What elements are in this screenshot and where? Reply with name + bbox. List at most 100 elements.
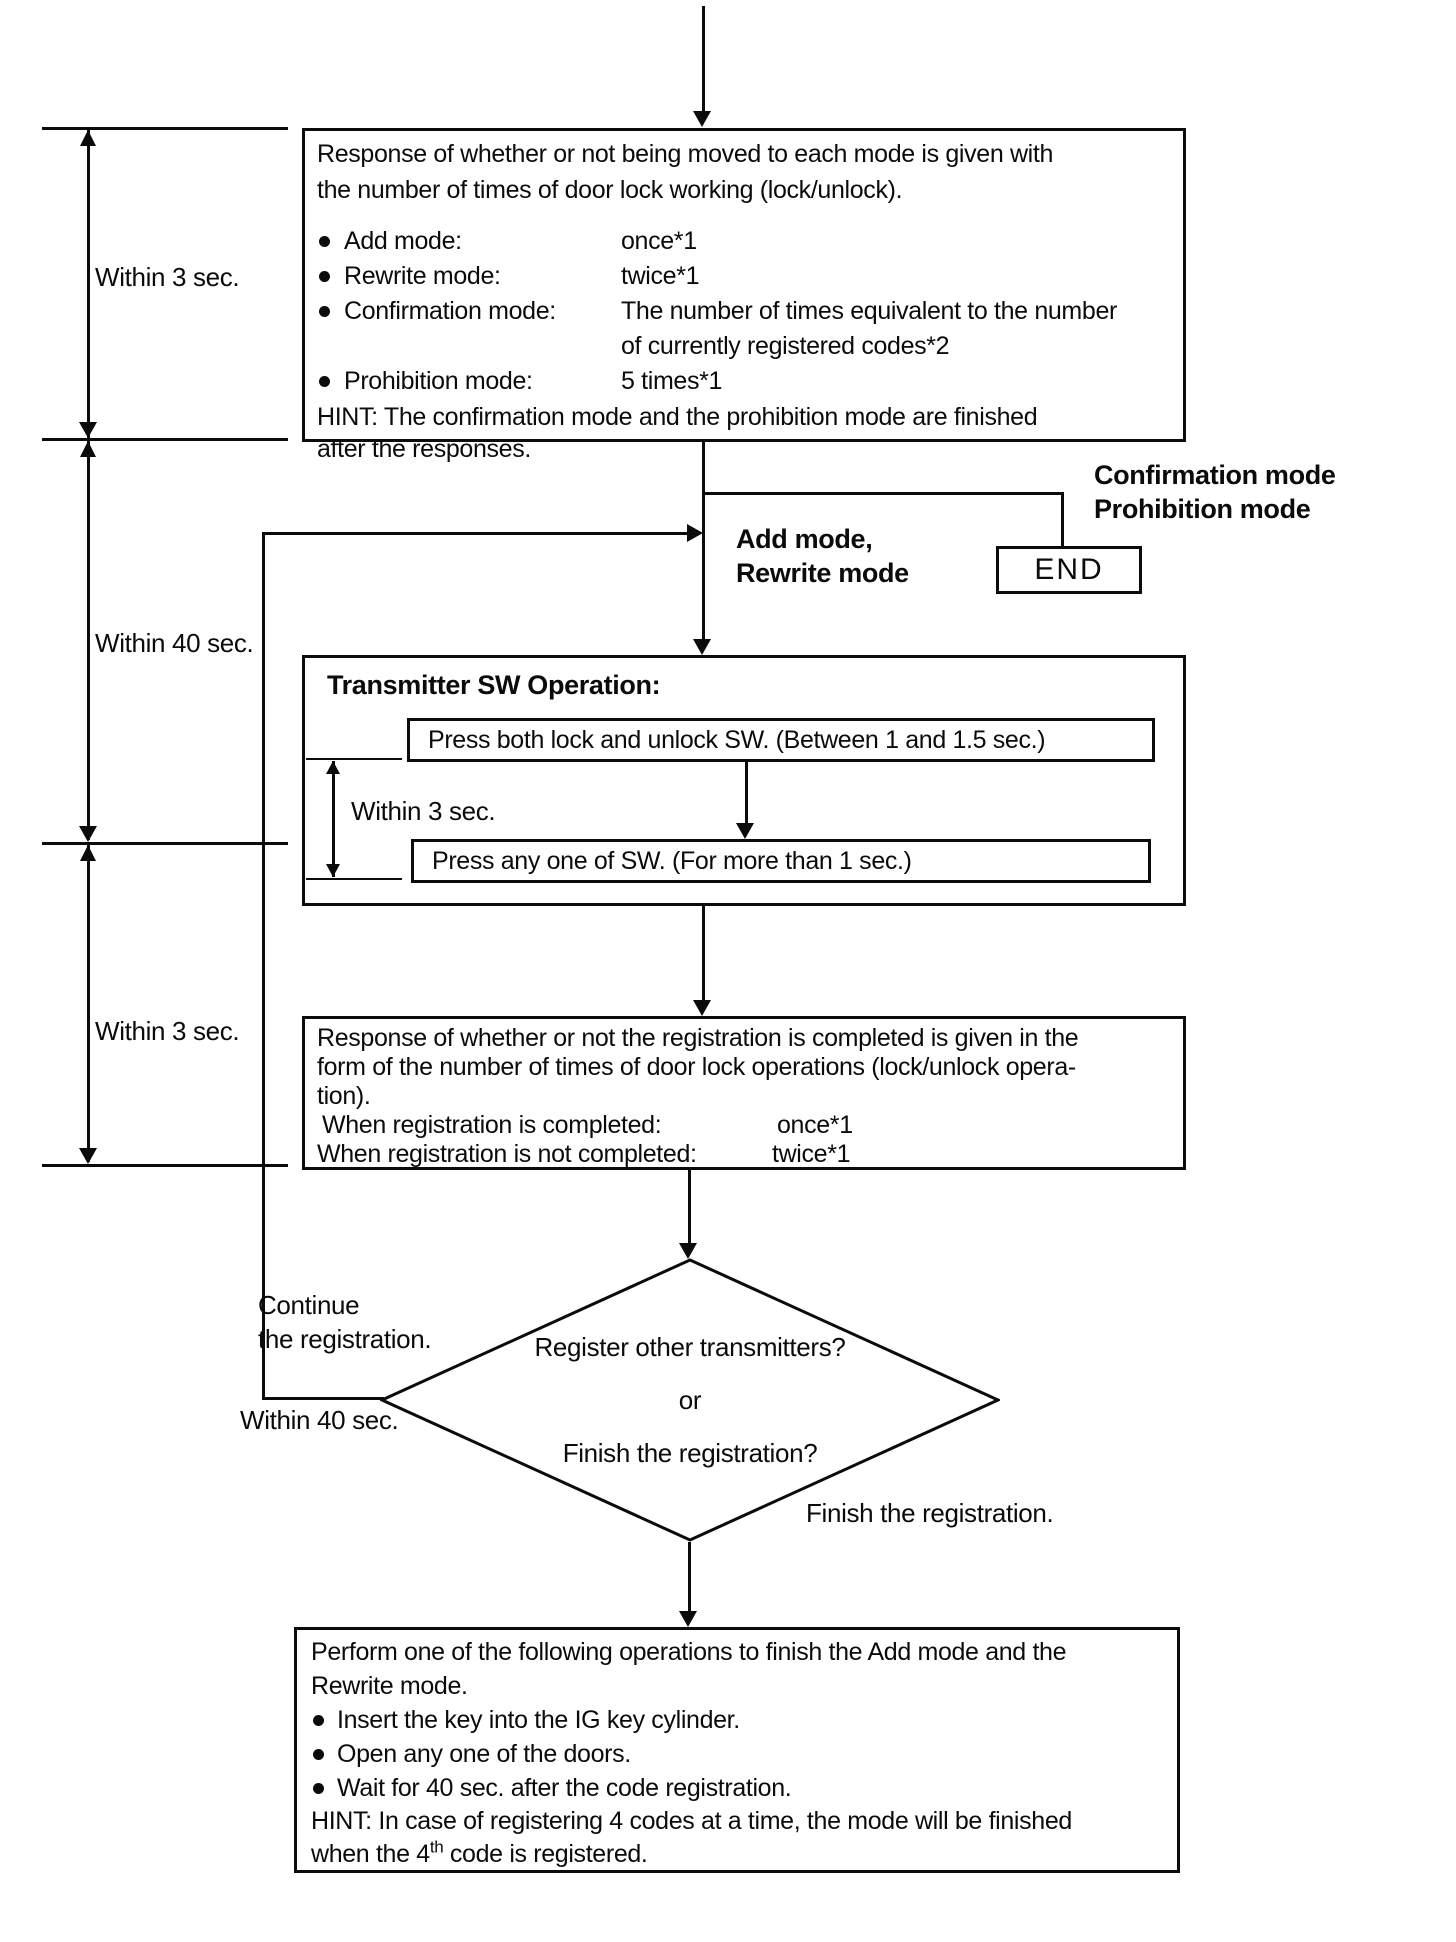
up-arrowhead-icon [80, 441, 96, 457]
bullet-icon [319, 376, 330, 387]
mode-bullet-row: Add mode: once*1 [317, 224, 1171, 259]
finish-bullet-row: Wait for 40 sec. after the code registra… [311, 1771, 1163, 1805]
decision-diamond [380, 1258, 1000, 1542]
registration-result-row: When registration is completed: once*1 [317, 1111, 1171, 1140]
timing-tick-1 [42, 127, 288, 130]
transmitter-operation-title: Transmitter SW Operation: [327, 670, 661, 700]
registration-response-box: Response of whether or not the registrat… [302, 1016, 1186, 1170]
branch-label-line: Add mode, [736, 524, 873, 554]
timing-label-within-3-sec-1: Within 3 sec. [95, 262, 240, 292]
down-arrowhead-icon [326, 864, 340, 877]
inner-timing-arrow-line [332, 761, 335, 877]
down-arrowhead-icon [79, 1148, 97, 1164]
timing-tick-3 [42, 842, 288, 845]
inner-timing-tick-top [306, 758, 402, 760]
flow-line-b-to-c [702, 906, 705, 1002]
finish-bullet-text: Open any one of the doors. [337, 1740, 631, 1768]
decision-text-line: Finish the registration? [562, 1437, 818, 1468]
up-arrowhead-icon [80, 845, 96, 861]
mode-response-hint-line: HINT: The confirmation mode and the proh… [317, 403, 1038, 431]
finish-hint-line: HINT: In case of registering 4 codes at … [311, 1807, 1072, 1835]
bullet-icon [313, 1715, 324, 1726]
branch-label-line: Prohibition mode [1094, 494, 1311, 524]
decision-text-line: Register other transmitters? [534, 1331, 846, 1362]
up-arrowhead-icon [326, 761, 340, 774]
continue-registration-label: Continue the registration. [258, 1288, 432, 1356]
mode-response-text-line: the number of times of door lock working… [317, 176, 903, 204]
spacer [317, 208, 1171, 224]
finish-bullet-row: Insert the key into the IG key cylinder. [311, 1703, 1163, 1737]
mode-bullet-label: Rewrite mode: [344, 262, 501, 290]
down-arrowhead-icon [693, 639, 711, 655]
entry-flow-line [702, 6, 705, 112]
continue-registration-label-line: Continue [258, 1290, 360, 1320]
down-arrowhead-icon [79, 826, 97, 842]
loop-line-vertical [262, 532, 265, 1400]
finish-hint-superscript: th [429, 1837, 444, 1857]
down-arrowhead-icon [736, 823, 754, 839]
down-arrowhead-icon [79, 422, 97, 438]
down-arrowhead-icon [693, 111, 711, 127]
bullet-icon [319, 306, 330, 317]
mode-bullet-value: of currently registered codes*2 [621, 332, 950, 360]
press-both-sw-step-text: Press both lock and unlock SW. (Between … [428, 725, 1046, 754]
flow-line-decision-to-d [688, 1542, 691, 1612]
timing-label-within-3-sec-2: Within 3 sec. [95, 1016, 240, 1046]
finish-bullet-text: Insert the key into the IG key cylinder. [337, 1706, 740, 1734]
branch-label-confirmation-prohibition: Confirmation mode Prohibition mode [1094, 458, 1336, 526]
timing-tick-2 [42, 438, 288, 441]
mode-bullet-value: 5 times*1 [621, 367, 723, 395]
inner-timing-tick-bottom [306, 878, 402, 880]
registration-response-text-line: form of the number of times of door lock… [317, 1053, 1076, 1081]
mode-bullet-row: Rewrite mode: twice*1 [317, 259, 1171, 294]
mode-response-text-line: Response of whether or not being moved t… [317, 140, 1054, 168]
mode-response-hint-line: after the responses. [317, 435, 531, 463]
registration-response-text-line: tion). [317, 1082, 371, 1110]
loop-line-top [262, 532, 688, 535]
registration-result-label: When registration is completed: [322, 1111, 662, 1139]
mode-bullet-value: twice*1 [621, 262, 700, 290]
continue-registration-label-line: the registration. [258, 1324, 432, 1354]
flow-line-a-to-b [702, 442, 705, 640]
step-flow-line [745, 762, 748, 824]
mode-bullet-value: once*1 [621, 227, 697, 255]
timing-tick-4 [42, 1164, 288, 1167]
bullet-icon [319, 236, 330, 247]
mode-bullet-value-group: The number of times equivalent to the nu… [621, 294, 1117, 364]
registration-response-text-line: Response of whether or not the registrat… [317, 1024, 1079, 1052]
bullet-icon [313, 1783, 324, 1794]
branch-label-add-rewrite: Add mode, Rewrite mode [736, 522, 909, 590]
press-both-sw-step-box: Press both lock and unlock SW. (Between … [407, 718, 1155, 762]
timing-label-within-40-sec: Within 40 sec. [95, 628, 254, 658]
mode-bullet-row: Confirmation mode: The number of times e… [317, 294, 1171, 364]
timing-arrow-line-1 [87, 130, 90, 438]
registration-result-value: twice*1 [772, 1140, 851, 1168]
finish-bullet-row: Open any one of the doors. [311, 1737, 1163, 1771]
mode-bullet-label: Prohibition mode: [344, 367, 533, 395]
press-any-sw-step-box: Press any one of SW. (For more than 1 se… [411, 839, 1151, 883]
transmitter-operation-box: Transmitter SW Operation: Press both loc… [302, 655, 1186, 906]
finish-registration-label: Finish the registration. [806, 1498, 1054, 1528]
branch-label-line: Rewrite mode [736, 558, 909, 588]
mode-bullet-row: Prohibition mode: 5 times*1 [317, 364, 1171, 399]
finish-operations-text-line: Rewrite mode. [311, 1672, 468, 1700]
decision-text-line: or [678, 1384, 702, 1415]
right-arrowhead-icon [687, 524, 703, 542]
up-arrowhead-icon [80, 130, 96, 146]
mode-bullet-label: Add mode: [344, 227, 462, 255]
bullet-icon [319, 271, 330, 282]
flow-line-c-to-decision [688, 1170, 691, 1244]
down-arrowhead-icon [679, 1611, 697, 1627]
decision-text-block: Register other transmitters? or Finish t… [380, 1258, 1000, 1542]
registration-result-label: When registration is not completed: [317, 1140, 697, 1168]
end-terminator: END [996, 546, 1142, 594]
finish-hint-line: when the 4th code is registered. [311, 1838, 1163, 1871]
finish-hint-text: when the 4 [311, 1840, 430, 1868]
branch-label-line: Confirmation mode [1094, 460, 1336, 490]
registration-result-row: When registration is not completed: twic… [317, 1140, 1171, 1169]
loop-line-bottom [262, 1397, 384, 1400]
bullet-icon [313, 1749, 324, 1760]
finish-operations-text-line: Perform one of the following operations … [311, 1638, 1067, 1666]
down-arrowhead-icon [693, 1000, 711, 1016]
mode-bullet-value: The number of times equivalent to the nu… [621, 297, 1117, 325]
